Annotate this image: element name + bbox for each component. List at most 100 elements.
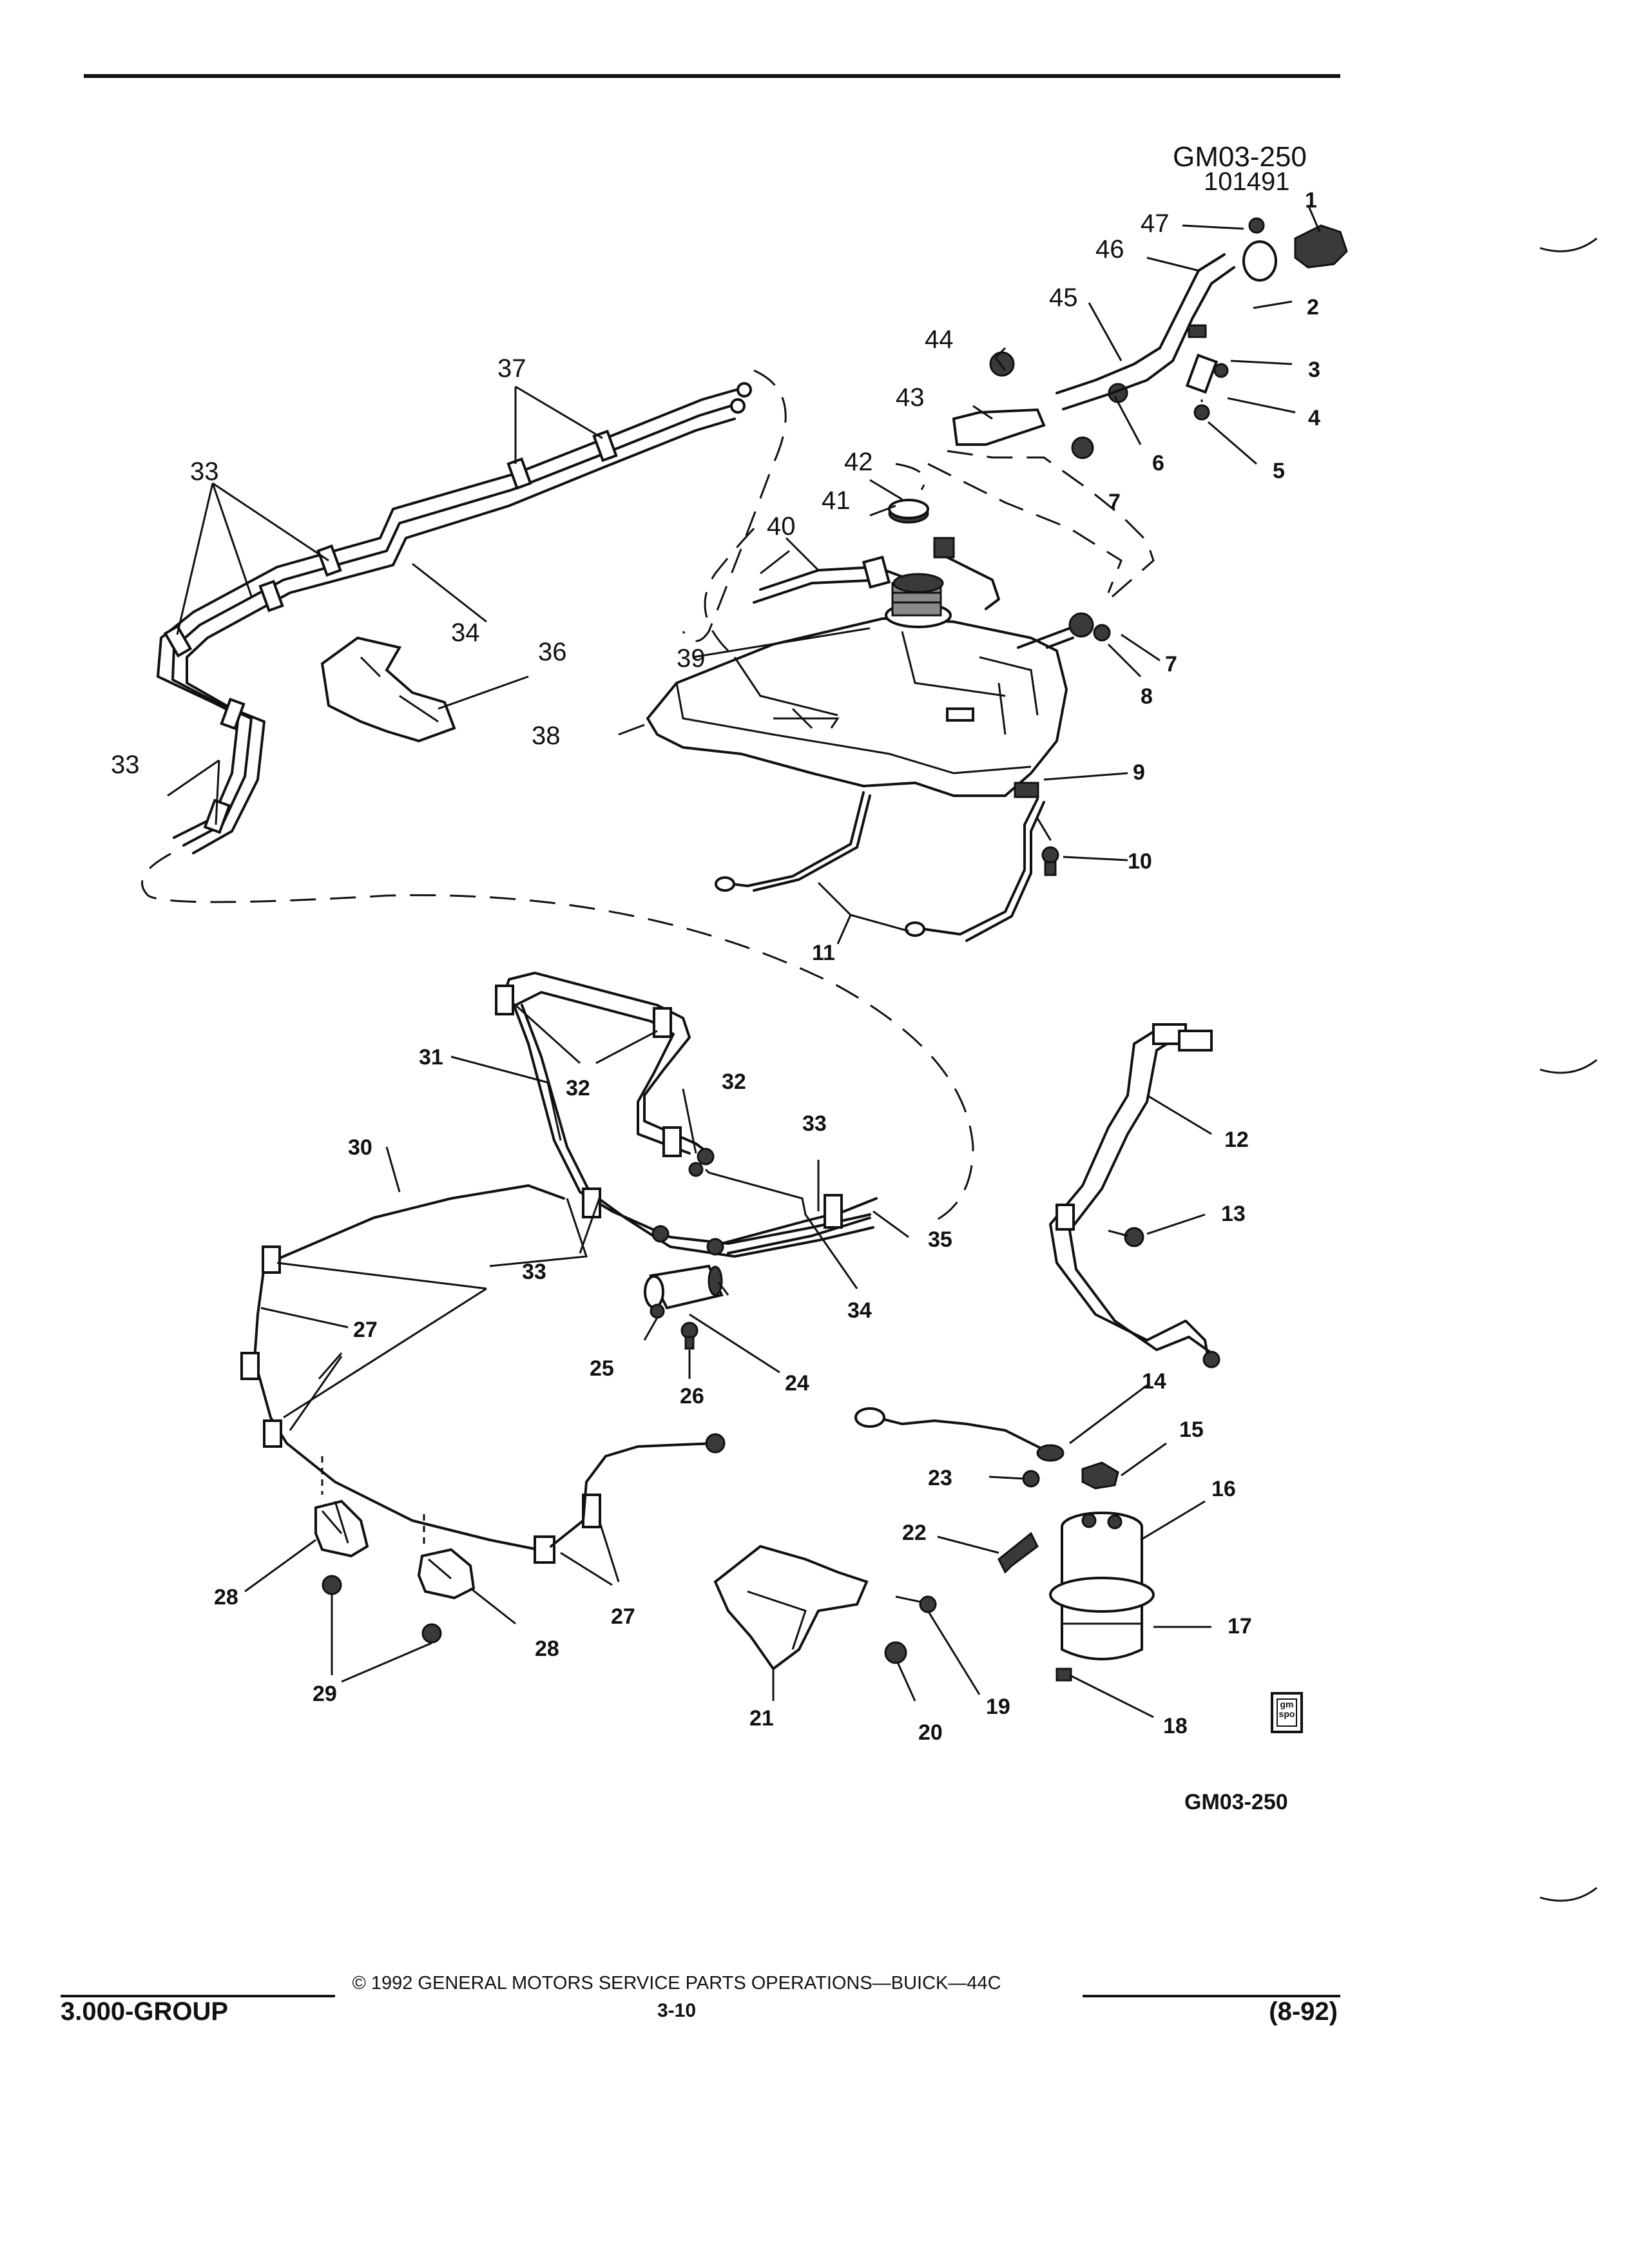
callout-33: 33	[190, 457, 219, 486]
page-edge-mark	[1539, 237, 1597, 253]
callout-8: 8	[1141, 684, 1153, 709]
callout-28: 28	[214, 1585, 238, 1610]
callout-33: 33	[522, 1260, 546, 1284]
callout-11: 11	[812, 941, 835, 965]
callout-19: 19	[986, 1695, 1010, 1719]
nut	[1093, 624, 1111, 642]
callout-25: 25	[590, 1356, 614, 1381]
page-edge-mark	[1539, 1887, 1597, 1902]
nut	[1068, 612, 1094, 638]
callout-1: 1	[1305, 188, 1317, 213]
callout-30: 30	[348, 1135, 372, 1160]
callout-6: 6	[1152, 451, 1164, 476]
callout-15: 15	[1179, 1418, 1204, 1442]
bolt	[421, 1623, 442, 1644]
tank-strap	[720, 791, 865, 887]
fuel-tank	[646, 573, 1068, 797]
callout-45: 45	[1049, 284, 1078, 312]
callout-32: 32	[722, 1070, 746, 1094]
footer-page-number: 3-10	[657, 2000, 697, 2021]
callout-47: 47	[1141, 209, 1170, 238]
valve	[1081, 1461, 1119, 1490]
callout-32: 32	[566, 1076, 590, 1100]
callout-9: 9	[1133, 760, 1145, 785]
fuel-filter	[644, 1264, 729, 1350]
footer-date: (8-92)	[1269, 1997, 1338, 2026]
callout-26: 26	[680, 1384, 704, 1408]
callout-16: 16	[1211, 1477, 1236, 1501]
callout-35: 35	[928, 1227, 952, 1252]
vapor-pipe	[550, 1442, 717, 1548]
page-edge-mark	[1539, 1059, 1597, 1074]
callout-27: 27	[353, 1318, 378, 1342]
screw	[1248, 217, 1265, 234]
callout-42: 42	[844, 448, 873, 476]
vent-hose	[759, 566, 903, 591]
callout-3: 3	[1308, 358, 1320, 382]
callout-28: 28	[535, 1637, 559, 1661]
heat-shield	[320, 636, 456, 743]
bolt	[1124, 1227, 1144, 1247]
callout-2: 2	[1307, 295, 1319, 320]
nut	[884, 1641, 907, 1664]
engine-fuel-pipe	[1049, 1026, 1210, 1361]
diagram-date-code: 101491	[1204, 168, 1289, 196]
callout-27: 27	[611, 1604, 635, 1629]
callout-39: 39	[677, 644, 706, 673]
callout-24: 24	[785, 1371, 809, 1396]
bracket	[1188, 324, 1207, 338]
gm-spo-logo-text: gm spo	[1277, 1698, 1297, 1727]
vapor-canister	[1049, 1512, 1155, 1682]
callout-7: 7	[1165, 652, 1177, 677]
callout-33: 33	[802, 1111, 827, 1136]
callout-21: 21	[749, 1706, 774, 1731]
callout-29: 29	[313, 1682, 337, 1706]
callout-7: 7	[1108, 490, 1121, 514]
bracket	[998, 1532, 1039, 1574]
clamp	[1071, 436, 1094, 459]
leader-lines	[167, 204, 1321, 1718]
vapor-hose	[875, 1416, 1045, 1451]
callout-46: 46	[1095, 235, 1124, 264]
screw	[1022, 1470, 1040, 1488]
gm-spo-logo: gm spo	[1271, 1692, 1303, 1733]
callout-18: 18	[1163, 1714, 1188, 1738]
callout-22: 22	[902, 1521, 927, 1545]
bolt	[1041, 846, 1059, 864]
callout-14: 14	[1142, 1369, 1166, 1394]
callout-23: 23	[928, 1466, 952, 1490]
callout-33: 33	[111, 751, 140, 779]
callout-5: 5	[1273, 459, 1285, 483]
callout-43: 43	[896, 383, 925, 412]
callout-20: 20	[918, 1720, 943, 1745]
callout-41: 41	[822, 486, 851, 515]
callout-44: 44	[925, 325, 954, 354]
fuel-cap	[1294, 224, 1348, 269]
callout-10: 10	[1128, 849, 1152, 874]
callout-31: 31	[419, 1045, 443, 1070]
bolt	[919, 1595, 937, 1613]
callout-36: 36	[538, 638, 567, 666]
callout-labels: GM03-250 101491 1 2 3 4 5 6 7 7 7 8 9 10…	[111, 141, 1320, 1745]
footer-copyright: © 1992 GENERAL MOTORS SERVICE PARTS OPER…	[352, 1973, 1001, 1994]
callout-34: 34	[451, 619, 480, 647]
filter-shield	[713, 1544, 869, 1671]
strap-bracket	[1014, 782, 1039, 798]
callout-37: 37	[497, 354, 526, 383]
footer-group: 3.000-GROUP	[61, 1997, 229, 2026]
tank-strap	[914, 798, 1039, 936]
rear-fuel-pipe-assembly	[157, 382, 752, 854]
routing-dashed-line	[141, 852, 974, 1225]
routing-dashed-line	[682, 369, 787, 642]
callout-12: 12	[1224, 1128, 1249, 1152]
callout-34: 34	[847, 1298, 872, 1323]
bolt	[322, 1575, 342, 1595]
clamp	[989, 351, 1015, 377]
callout-13: 13	[1221, 1202, 1246, 1226]
front-fuel-pipe-assembly	[240, 972, 878, 1564]
screw	[1213, 363, 1229, 378]
diagram-code-bottom: GM03-250	[1184, 1790, 1288, 1814]
callout-38: 38	[532, 722, 561, 750]
